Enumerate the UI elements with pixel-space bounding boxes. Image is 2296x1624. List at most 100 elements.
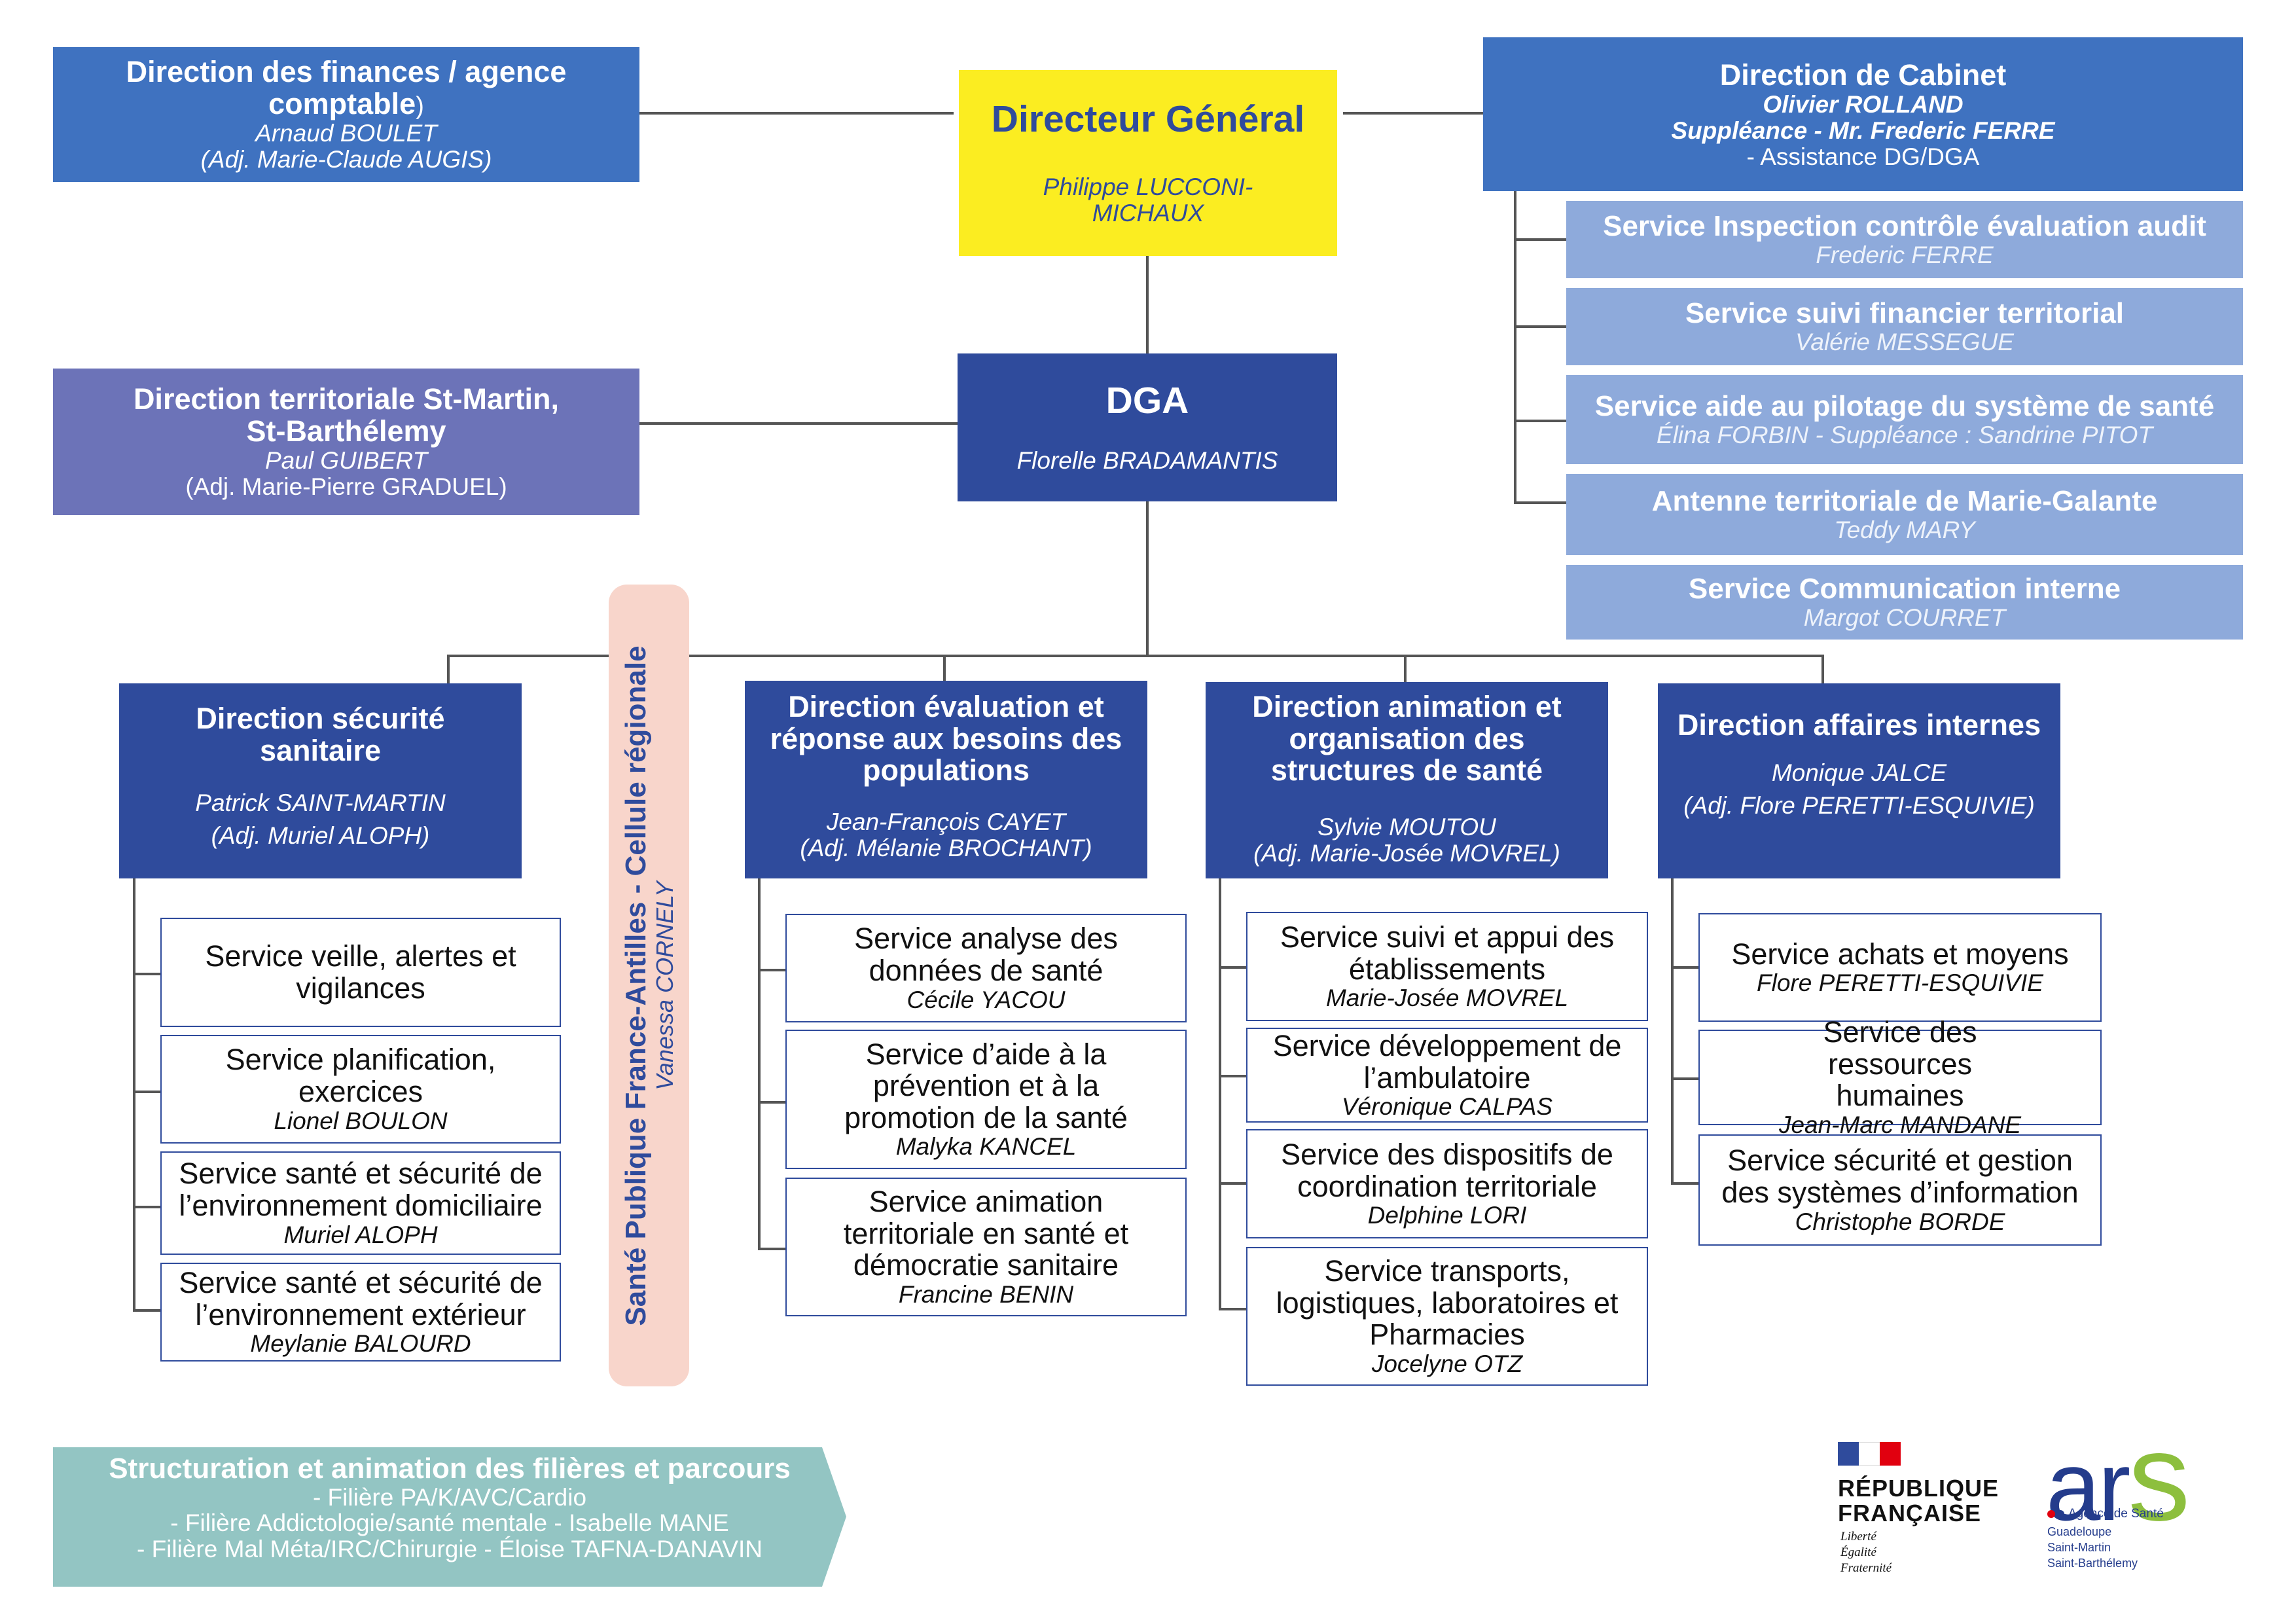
service-name: Malyka KANCEL xyxy=(895,1133,1077,1161)
marianne-flag-icon xyxy=(1838,1442,1901,1466)
connector xyxy=(1671,877,1674,1185)
spf-title: Santé Publique France-Antilles - Cellule… xyxy=(619,645,652,1326)
direction-animation-box[interactable]: Direction animation et organisation des … xyxy=(1206,682,1608,878)
rf-motto: Liberté xyxy=(1840,1530,1876,1543)
connector xyxy=(1514,325,1566,328)
finances-paren: ) xyxy=(416,92,424,120)
direction-name: Sylvie MOUTOU xyxy=(1318,813,1496,840)
connector xyxy=(758,877,761,1250)
service-box[interactable]: Service des ressources humaines Jean-Mar… xyxy=(1698,1016,2102,1138)
connector xyxy=(638,422,958,425)
ars-sub-text: Agence de Santé xyxy=(2068,1507,2164,1521)
service-name: Marie-Josée MOVREL xyxy=(1325,984,1569,1012)
cabinet-service-title: Service suivi financier territorial xyxy=(1685,297,2125,330)
finances-title-text: Direction des finances / agence comptabl… xyxy=(126,55,567,121)
direction-affaires-box[interactable]: Direction affaires internes Monique JALC… xyxy=(1658,683,2060,878)
service-box[interactable]: Service des dispositifs de coordination … xyxy=(1246,1129,1648,1238)
connector xyxy=(1671,1077,1698,1080)
connector xyxy=(1821,655,1824,685)
cabinet-service-name: Élina FORBIN - Suppléance : Sandrine PIT… xyxy=(1656,421,2153,448)
direction-securite-box[interactable]: Direction sécurité sanitaire Patrick SAI… xyxy=(119,683,522,878)
service-title: Service analyse des données de santé xyxy=(854,922,1118,988)
connector xyxy=(1514,190,1516,503)
service-title: Service animation territoriale en santé … xyxy=(843,1185,1129,1282)
cabinet-service-name: Valérie MESSEGUE xyxy=(1795,328,2014,355)
service-title: Service sécurité et gestion des systèmes… xyxy=(1721,1144,2079,1210)
cabinet-service[interactable]: Service Inspection contrôle évaluation a… xyxy=(1566,201,2243,278)
connector xyxy=(133,877,135,1310)
cabinet-service[interactable]: Service suivi financier territorial Valé… xyxy=(1566,288,2243,365)
cabinet-service[interactable]: Antenne territoriale de Marie-Galante Te… xyxy=(1566,474,2243,555)
dg-box[interactable]: Directeur Général Philippe LUCCONI-MICHA… xyxy=(959,70,1337,256)
territoriale-adj: (Adj. Marie-Pierre GRADUEL) xyxy=(185,473,507,500)
filieres-arrow-shape xyxy=(53,1447,846,1587)
service-box[interactable]: Service d’aide à la prévention et à la p… xyxy=(785,1030,1187,1169)
connector xyxy=(1219,877,1221,1310)
rf-line: FRANÇAISE xyxy=(1838,1500,1982,1526)
dga-title: DGA xyxy=(1105,380,1189,422)
dga-box[interactable]: DGA Florelle BRADAMANTIS xyxy=(958,353,1337,501)
service-title: Service d’aide à la prévention et à la p… xyxy=(844,1037,1128,1134)
finances-name: Arnaud BOULET xyxy=(255,119,437,147)
finances-adj: (Adj. Marie-Claude AUGIS) xyxy=(200,145,492,173)
service-box[interactable]: Service achats et moyens Flore PERETTI-E… xyxy=(1698,913,2102,1022)
connector xyxy=(943,655,946,685)
connector xyxy=(758,1101,785,1104)
service-title: Service achats et moyens xyxy=(1731,937,2069,971)
service-box[interactable]: Service suivi et appui des établissement… xyxy=(1246,912,1648,1021)
service-box[interactable]: Service animation territoriale en santé … xyxy=(785,1178,1187,1316)
service-title: Service veille, alertes et vigilances xyxy=(205,939,516,1005)
service-box[interactable]: Service veille, alertes et vigilances xyxy=(160,918,561,1027)
connector xyxy=(1671,966,1698,969)
ars-wordmark: ars xyxy=(2046,1408,2190,1547)
republique-francaise-logo: RÉPUBLIQUE FRANÇAISE Liberté Égalité Fra… xyxy=(1838,1442,2008,1579)
connector xyxy=(1219,1182,1246,1185)
cabinet-service-name: Frederic FERRE xyxy=(1816,241,1994,268)
direction-evaluation-box[interactable]: Direction évaluation et réponse aux beso… xyxy=(745,681,1147,878)
cabinet-assist: - Assistance DG/DGA xyxy=(1746,143,1980,170)
service-box[interactable]: Service développement de l’ambulatoire V… xyxy=(1246,1028,1648,1123)
connector xyxy=(133,973,160,975)
connector xyxy=(1219,1075,1246,1077)
filieres-item: - Filière Mal Méta/IRC/Chirurgie - Élois… xyxy=(136,1536,763,1563)
connector xyxy=(447,655,1824,657)
connector xyxy=(1343,112,1484,115)
service-box[interactable]: Service santé et sécurité de l’environne… xyxy=(160,1263,561,1362)
service-box[interactable]: Service sécurité et gestion des systèmes… xyxy=(1698,1134,2102,1246)
direction-adj: (Adj. Muriel ALOPH) xyxy=(211,822,430,850)
ars-region: Saint-Martin xyxy=(2047,1541,2111,1554)
cabinet-service-name: Margot COURRET xyxy=(1803,604,2006,631)
connector xyxy=(638,112,954,115)
finances-box[interactable]: Direction des finances / agence comptabl… xyxy=(53,47,639,182)
spf-name: Vanessa CORNELY xyxy=(651,880,678,1091)
cabinet-service[interactable]: Service aide au pilotage du système de s… xyxy=(1566,375,2243,464)
connector xyxy=(1146,500,1149,656)
service-name: Véronique CALPAS xyxy=(1341,1093,1553,1121)
connector xyxy=(133,1091,160,1093)
direction-name: Monique JALCE xyxy=(1771,759,1947,786)
cabinet-box[interactable]: Direction de Cabinet Olivier ROLLAND Sup… xyxy=(1483,37,2243,191)
service-name: Christophe BORDE xyxy=(1795,1208,2005,1235)
service-box[interactable]: Service planification, exercices Lionel … xyxy=(160,1035,561,1144)
rf-line: RÉPUBLIQUE xyxy=(1838,1475,2000,1502)
filieres-box[interactable]: Structuration et animation des filières … xyxy=(53,1453,846,1581)
service-name: Flore PERETTI-ESQUIVIE xyxy=(1757,969,2043,997)
service-title: Service développement de l’ambulatoire xyxy=(1272,1028,1622,1094)
direction-title: Direction évaluation et réponse aux beso… xyxy=(770,690,1122,787)
ars-region: Saint-Barthélemy xyxy=(2047,1557,2138,1570)
ars-logo: ars Agence de Santé Guadeloupe Saint-Mar… xyxy=(2046,1415,2242,1584)
cabinet-service[interactable]: Service Communication interne Margot COU… xyxy=(1566,565,2243,640)
finances-title: Direction des finances / agence comptabl… xyxy=(98,56,595,120)
connector xyxy=(1219,1308,1246,1310)
service-name: Jean-Marc MANDANE xyxy=(1778,1111,2022,1138)
service-box[interactable]: Service transports, logistiques, laborat… xyxy=(1246,1247,1648,1386)
territoriale-box[interactable]: Direction territoriale St-Martin, St-Bar… xyxy=(53,369,639,515)
spf-pill[interactable]: Santé Publique France-Antilles - Cellule… xyxy=(609,585,689,1386)
service-box[interactable]: Service santé et sécurité de l’environne… xyxy=(160,1151,561,1255)
direction-title: Direction animation et organisation des … xyxy=(1252,690,1562,787)
service-box[interactable]: Service analyse des données de santé Céc… xyxy=(785,914,1187,1022)
connector xyxy=(1514,238,1566,241)
direction-adj: (Adj. Marie-Josée MOVREL) xyxy=(1253,839,1560,867)
cabinet-name: Olivier ROLLAND xyxy=(1763,90,1964,118)
direction-name: Jean-François CAYET xyxy=(826,808,1066,835)
